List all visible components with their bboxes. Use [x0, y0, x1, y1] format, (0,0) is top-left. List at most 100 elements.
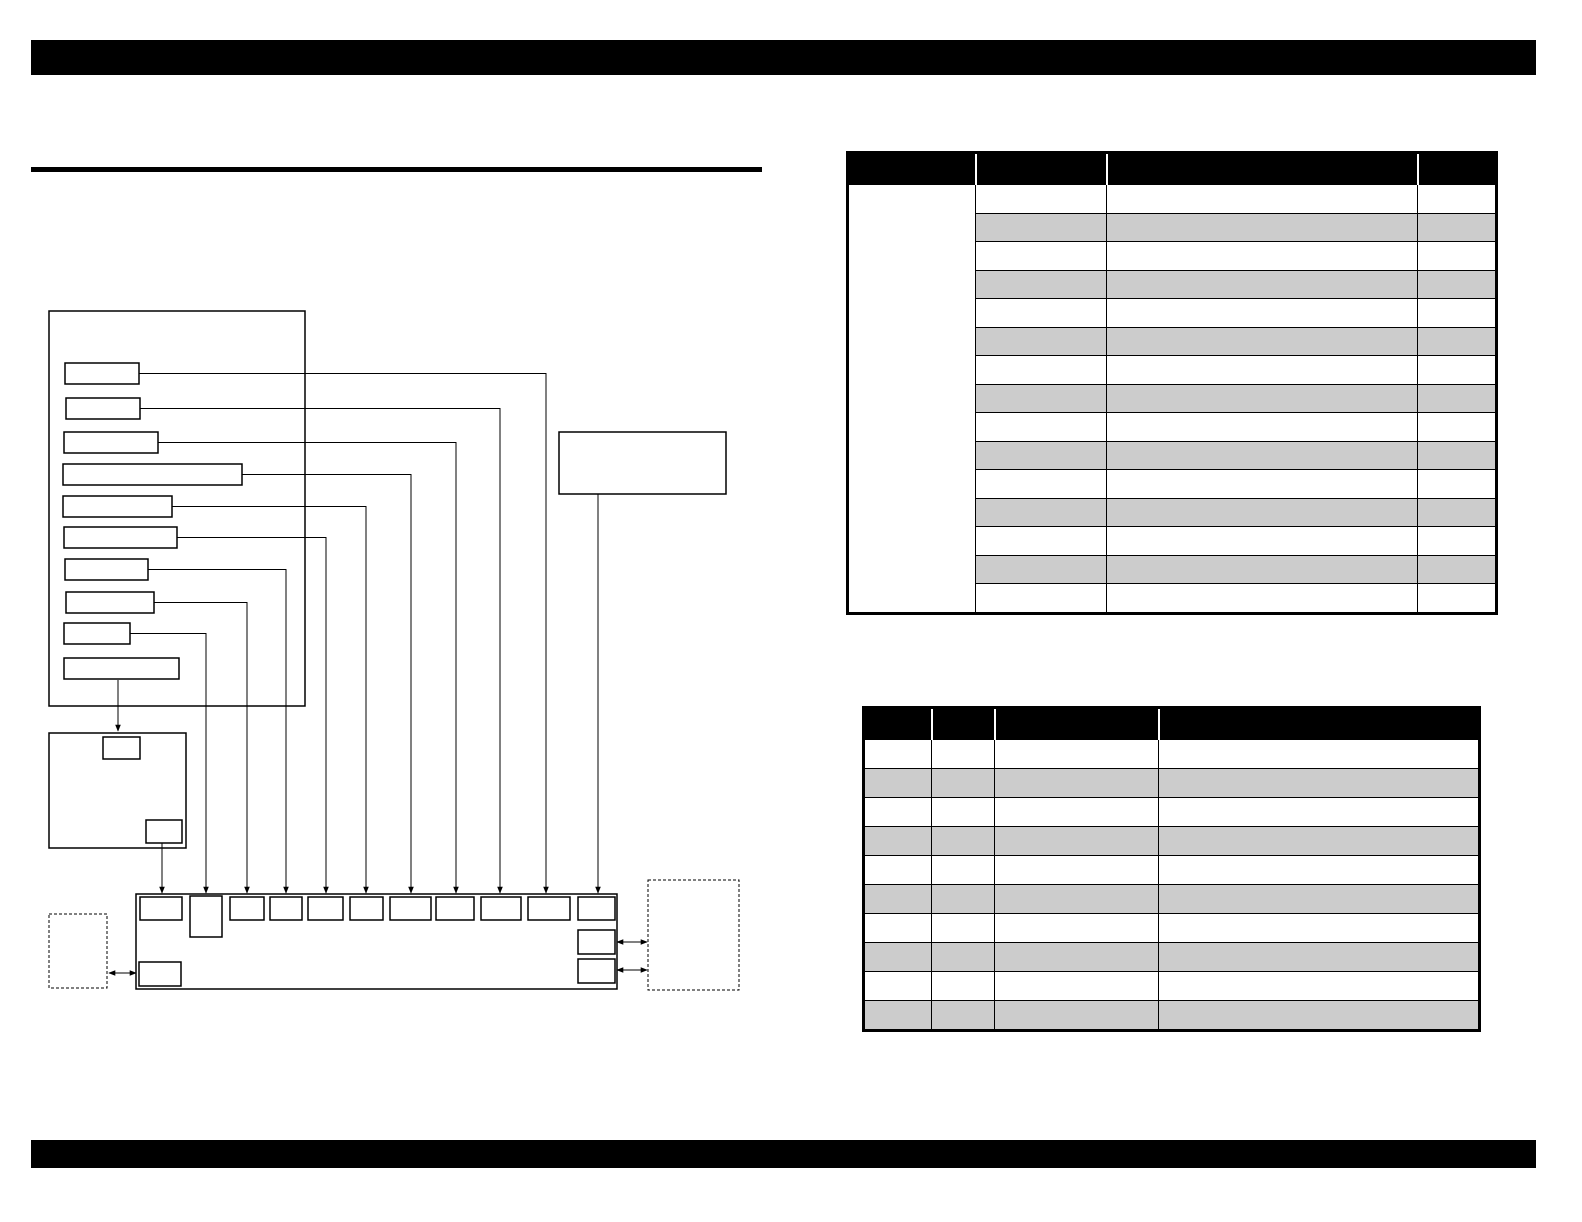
- source-connector-3: [63, 431, 159, 454]
- table-row: [848, 469, 1497, 499]
- table-cell: [1106, 184, 1418, 214]
- sub-board-connector-top: [102, 736, 141, 760]
- table-cell: [1158, 797, 1480, 827]
- table-cell: [931, 739, 995, 769]
- table-cell: [975, 326, 1107, 356]
- table-cell: [1106, 554, 1418, 584]
- table-cell: [863, 797, 932, 827]
- aux-block: [558, 431, 727, 495]
- main-board-connector-right-2: [577, 958, 616, 984]
- table-cell: [1417, 583, 1497, 614]
- group-cell: [847, 184, 976, 614]
- table-cell: [1158, 855, 1480, 885]
- table-cell: [931, 797, 995, 827]
- source-connector-2: [65, 397, 141, 420]
- page-footer-bar: [31, 1140, 1536, 1168]
- table-cell: [1106, 241, 1418, 271]
- table-row: [848, 212, 1497, 242]
- t1-head-col-2: [974, 152, 1107, 185]
- table-cell: [994, 768, 1159, 798]
- external-right-dashed: [647, 879, 740, 991]
- table-cell: [994, 826, 1159, 856]
- t1-head-col-1: [847, 152, 976, 185]
- table-row: [863, 826, 1480, 856]
- source-connector-4: [62, 463, 243, 486]
- t2-head-col-2: [930, 707, 995, 740]
- block-diagram: [48, 310, 740, 991]
- table-cell: [931, 884, 995, 914]
- table-cell: [1417, 412, 1497, 442]
- table-cell: [975, 526, 1107, 556]
- sub-board: [48, 732, 187, 849]
- table-cell: [1417, 469, 1497, 499]
- table-cell: [975, 383, 1107, 413]
- table-cell: [931, 826, 995, 856]
- table-row: [848, 383, 1497, 413]
- table-cell: [975, 184, 1107, 214]
- main-board-connector-6: [389, 896, 432, 921]
- table-cell: [975, 212, 1107, 242]
- table-cell: [975, 583, 1107, 614]
- table-cell: [863, 739, 932, 769]
- external-left-dashed: [48, 913, 108, 989]
- table-row: [863, 884, 1480, 914]
- table-cell: [1106, 212, 1418, 242]
- source-connector-8: [65, 591, 155, 614]
- main-board-connector-9: [527, 896, 571, 921]
- table-cell: [994, 913, 1159, 943]
- table-cell: [1158, 826, 1480, 856]
- source-connector-9: [63, 622, 131, 645]
- table-cell: [1106, 497, 1418, 527]
- table-cell: [1158, 739, 1480, 769]
- t1-head-col-4: [1416, 152, 1497, 185]
- table-cell: [994, 1000, 1159, 1031]
- link-connector-8: [154, 602, 250, 894]
- table-cell: [1106, 298, 1418, 328]
- main-board-connector-4: [307, 896, 344, 921]
- source-panel: [48, 310, 306, 707]
- table-cell: [863, 884, 932, 914]
- table-row: [848, 497, 1497, 527]
- table-cell: [975, 497, 1107, 527]
- table-cell: [975, 269, 1107, 299]
- table-cell: [863, 826, 932, 856]
- t1-head-col-3: [1105, 152, 1418, 185]
- table-cell: [994, 942, 1159, 972]
- table-cell: [1417, 212, 1497, 242]
- source-connector-5: [62, 495, 173, 518]
- table-cell: [931, 913, 995, 943]
- table-cell: [863, 971, 932, 1001]
- table-cell: [1158, 768, 1480, 798]
- table-cell: [975, 469, 1107, 499]
- table-cell: [1106, 326, 1418, 356]
- source-connector-10: [63, 657, 180, 680]
- link-connector-6: [177, 537, 329, 894]
- table-cell: [931, 942, 995, 972]
- table-cell: [994, 884, 1159, 914]
- table-cell: [1417, 326, 1497, 356]
- link-connector-2: [140, 408, 503, 894]
- t2-head-col-3: [993, 707, 1159, 740]
- table-cell: [1417, 497, 1497, 527]
- main-board: [135, 893, 618, 990]
- table-row: [848, 583, 1497, 614]
- table-row: [863, 913, 1480, 943]
- table-row: [863, 971, 1480, 1001]
- table-cell: [931, 971, 995, 1001]
- main-board-connector-tall: [189, 895, 223, 938]
- table-cell: [1158, 1000, 1480, 1031]
- table-cell: [994, 739, 1159, 769]
- sub-board-connector-bottom: [145, 819, 183, 844]
- table-cell: [863, 942, 932, 972]
- table-cell: [975, 554, 1107, 584]
- table-row: [863, 768, 1480, 798]
- table-cell: [994, 797, 1159, 827]
- source-connector-1: [64, 362, 140, 385]
- main-board-connector-5: [349, 896, 384, 921]
- section-rule: [31, 167, 762, 172]
- table-cell: [1417, 269, 1497, 299]
- table-row: [863, 942, 1480, 972]
- table-cell: [975, 241, 1107, 271]
- table-cell: [1158, 971, 1480, 1001]
- table-cell: [1158, 942, 1480, 972]
